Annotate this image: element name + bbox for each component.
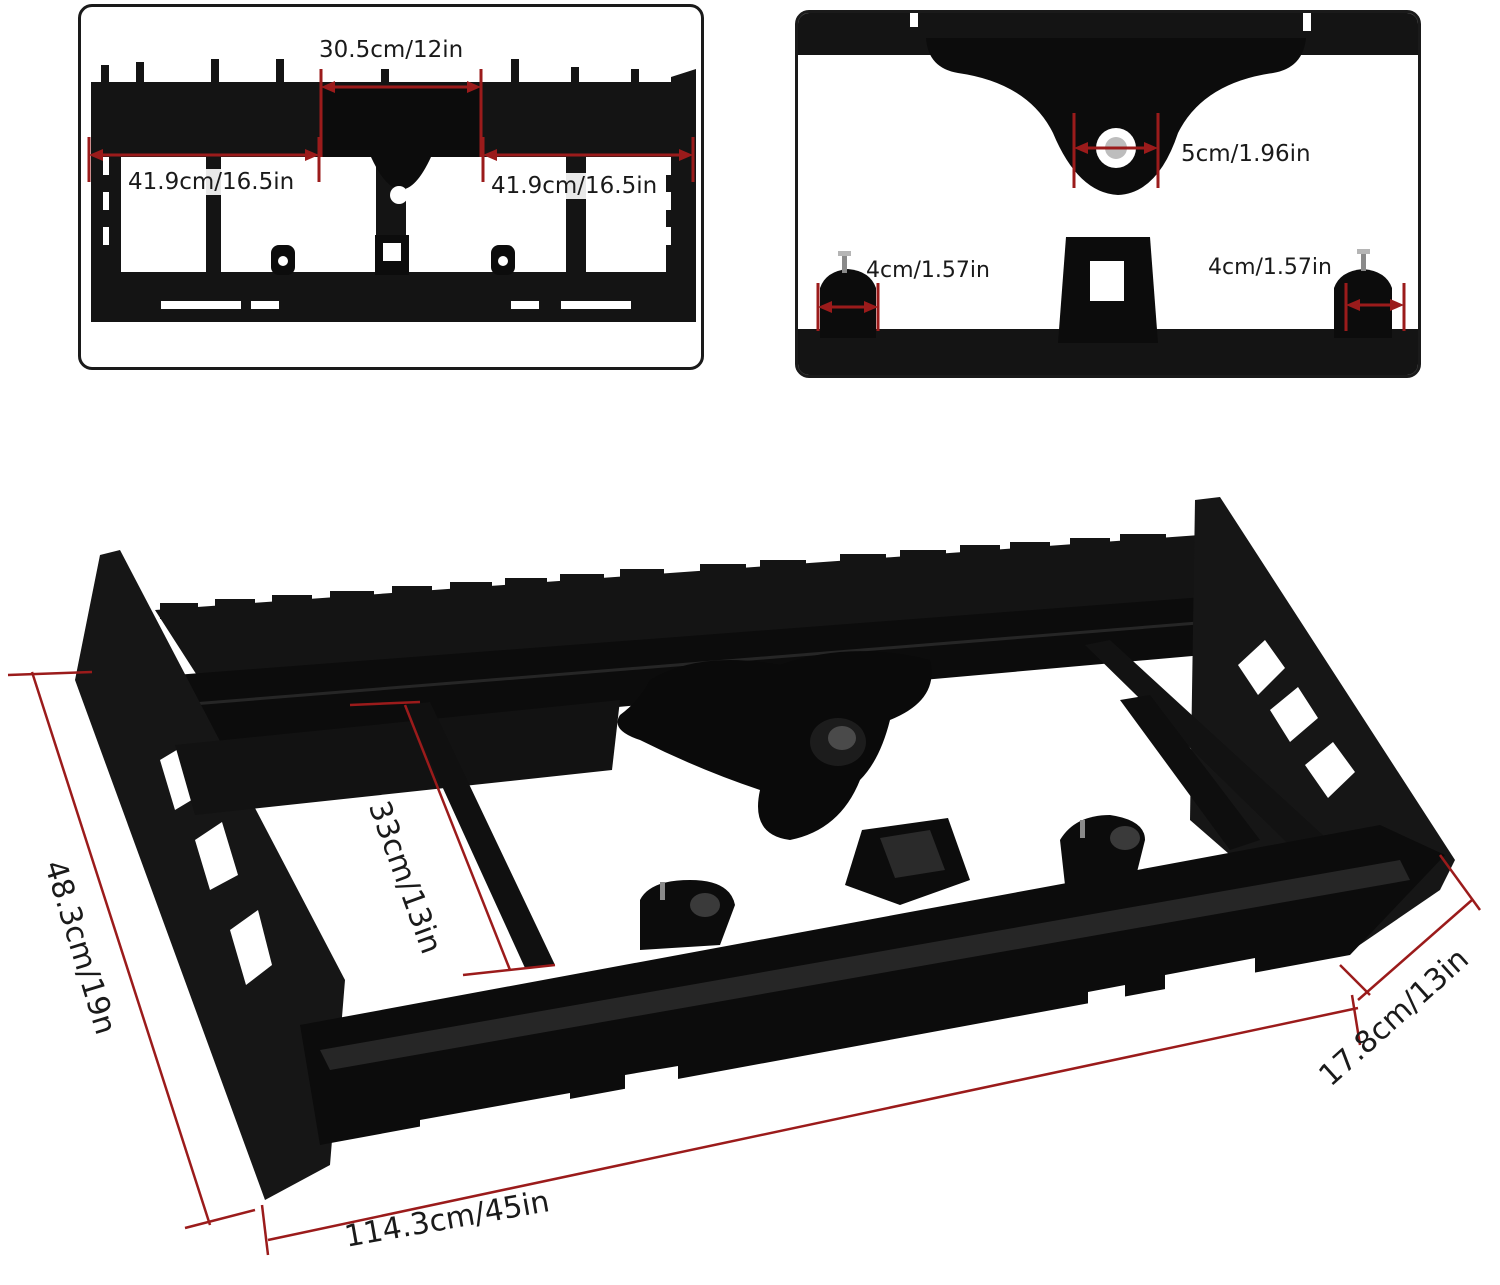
dimension-center-width: 30.5cm/12in [317,37,466,63]
dimension-left-width: 41.9cm/16.5in [126,169,297,195]
dimension-right-width: 41.9cm/16.5in [489,173,660,199]
dimension-right-collar: 4cm/1.57in [1208,255,1332,280]
dimension-left-collar: 4cm/1.57in [866,258,990,283]
pin-and-collar-illustration [798,13,1418,375]
dimension-inner-span: 33cm/13in [361,796,449,959]
dimension-depth: 17.8cm/13in [1312,941,1476,1094]
dimension-length: 114.3cm/45in [341,1184,553,1255]
detail-panel-closeup: 5cm/1.96in 4cm/1.57in 4cm/1.57in [795,10,1421,378]
detail-panel-front-view: 30.5cm/12in 41.9cm/16.5in 41.9cm/16.5in [78,4,704,370]
dimension-pin-hole: 5cm/1.96in [1181,141,1311,167]
dimension-height: 48.3cm/19n [36,856,123,1039]
